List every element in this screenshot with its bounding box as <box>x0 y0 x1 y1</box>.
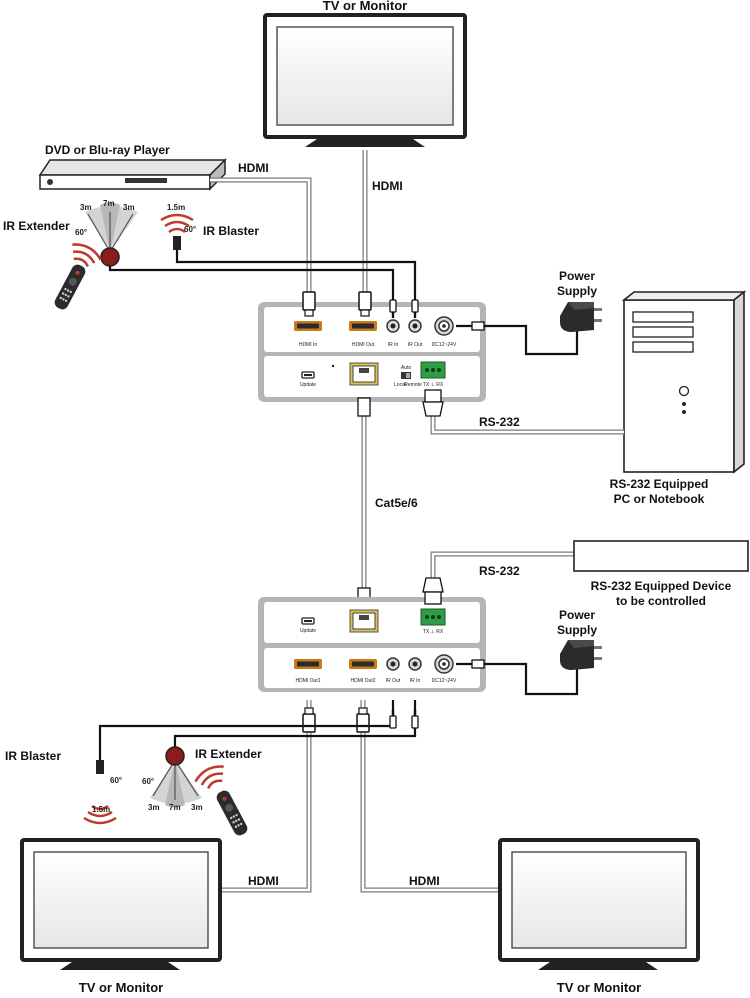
power-rx-label-2: Supply <box>557 623 597 637</box>
tx-port-local: Local <box>394 382 406 388</box>
rx-ir-out-plug <box>389 709 397 729</box>
blaster-tx-dist: 1.5m <box>167 203 185 212</box>
rs232-rx-label: RS-232 <box>479 564 520 578</box>
rx-rs232-plug <box>422 577 444 605</box>
power-rx-label-1: Power <box>559 608 595 622</box>
psu-tx <box>560 302 602 332</box>
device-label-1: RS-232 Equipped Device <box>591 579 732 593</box>
hdmi-tx-in-label: HDMI <box>238 161 269 175</box>
rx-update-port <box>301 617 315 625</box>
rx-hdmi-out2-port <box>349 659 377 669</box>
ext-rx-left: 3m <box>148 803 160 812</box>
tx-dc-jack <box>434 316 454 336</box>
tv-top-label: TV or Monitor <box>323 0 408 13</box>
tx-port-txrx: TX ⊥ RX <box>423 382 444 388</box>
rx-ir-in-jack <box>408 657 422 671</box>
rx-rs232-terminal <box>420 608 446 626</box>
ir-blaster-rx-label: IR Blaster <box>5 749 61 763</box>
pc-label-2: PC or Notebook <box>614 492 705 506</box>
tx-rs232-plug <box>422 389 444 417</box>
ext-rx-mid: 7m <box>169 803 181 812</box>
rx-port-dc: DC12~24V <box>432 678 457 684</box>
ext-tx-angle: 60° <box>75 228 87 237</box>
tv-bottom-left <box>20 838 222 970</box>
tx-port-update: Update <box>300 382 316 388</box>
tx-port-auto: Auto <box>401 365 412 371</box>
rs232-tx-label: RS-232 <box>479 415 520 429</box>
rx-port-update: Update <box>300 628 316 634</box>
psu-rx <box>560 640 602 670</box>
rx-dc-jack <box>434 654 454 674</box>
rs232-device <box>573 540 749 572</box>
blaster-tx-angle: 60° <box>184 225 196 234</box>
tx-update-port <box>301 371 315 379</box>
device-label-2: to be controlled <box>616 594 706 608</box>
dvd-label: DVD or Blu-ray Player <box>45 143 170 157</box>
rx-rj45-port <box>349 609 379 633</box>
tx-port-hdmi-in: HDMI In <box>299 342 318 348</box>
ir-blaster-tx-label: IR Blaster <box>203 224 259 238</box>
tx-hdmi-out-plug <box>358 291 372 317</box>
rx-hdmi-out1-plug <box>302 707 316 733</box>
ir-extender-rx-fan <box>150 759 202 808</box>
ir-extender-rx-label: IR Extender <box>195 747 262 761</box>
rx-port-hdmi-out1: HDMI Out1 <box>295 678 320 684</box>
pc-tower <box>621 290 747 474</box>
tx-port-ir-out: IR Out <box>408 342 423 348</box>
tx-port-ir-in: IR In <box>388 342 399 348</box>
tx-mode-switch <box>401 372 411 379</box>
rx-port-txrx: TX ⊥ RX <box>423 629 444 635</box>
tx-hdmi-in-port <box>294 321 322 331</box>
rx-ir-out-jack <box>386 657 400 671</box>
tv-bottom-left-label: TV or Monitor <box>79 980 164 995</box>
ir-extender-rx-eye <box>165 746 185 766</box>
remote-tx <box>52 238 105 312</box>
rx-port-ir-out: IR Out <box>386 678 401 684</box>
hdmi-tx-out-label: HDMI <box>372 179 403 193</box>
tv-top <box>263 13 467 147</box>
rx-port-hdmi-out2: HDMI Out2 <box>350 678 375 684</box>
remote-rx <box>191 760 250 838</box>
rx-hdmi-out2-plug <box>356 707 370 733</box>
dvd-player <box>38 158 227 191</box>
tx-port-dc: DC12~24V <box>432 342 457 348</box>
ir-extender-tx-fan <box>85 202 138 253</box>
tx-rj45-port <box>349 362 379 386</box>
pc-label-1: RS-232 Equipped <box>610 477 709 491</box>
tx-port-hdmi-out: HDMI Out <box>352 342 375 348</box>
rx-ir-in-plug <box>411 709 419 729</box>
tv-bottom-right-label: TV or Monitor <box>557 980 642 995</box>
rx-port-ir-in: IR In <box>410 678 421 684</box>
tx-ir-out-jack <box>408 319 422 333</box>
hdmi-rx2-label: HDMI <box>409 874 440 888</box>
tx-hdmi-out-port <box>349 321 377 331</box>
ext-rx-right: 3m <box>191 803 203 812</box>
ir-blaster-tx <box>159 213 195 250</box>
power-tx-label-1: Power <box>559 269 595 283</box>
tx-rs232-terminal <box>420 361 446 379</box>
ir-blaster-rx <box>82 760 118 825</box>
ext-tx-right: 3m <box>123 203 135 212</box>
tx-hdmi-in-plug <box>302 291 316 317</box>
ir-extender-tx-eye <box>100 247 120 267</box>
tx-ir-in-jack <box>386 319 400 333</box>
tx-port-remote: Remote <box>404 382 422 388</box>
power-tx-label-2: Supply <box>557 284 597 298</box>
blaster-rx-angle: 60° <box>110 776 122 785</box>
ir-extender-tx-label: IR Extender <box>3 219 70 233</box>
hdmi-rx1-label: HDMI <box>248 874 279 888</box>
rx-hdmi-out1-port <box>294 659 322 669</box>
ext-tx-mid: 7m <box>103 199 115 208</box>
tx-unit <box>258 302 486 402</box>
blaster-rx-dist: 1.5m <box>92 805 110 814</box>
ext-tx-left: 3m <box>80 203 92 212</box>
cat-label: Cat5e/6 <box>375 496 418 510</box>
ext-rx-angle: 60° <box>142 777 154 786</box>
tv-bottom-right <box>498 838 700 970</box>
